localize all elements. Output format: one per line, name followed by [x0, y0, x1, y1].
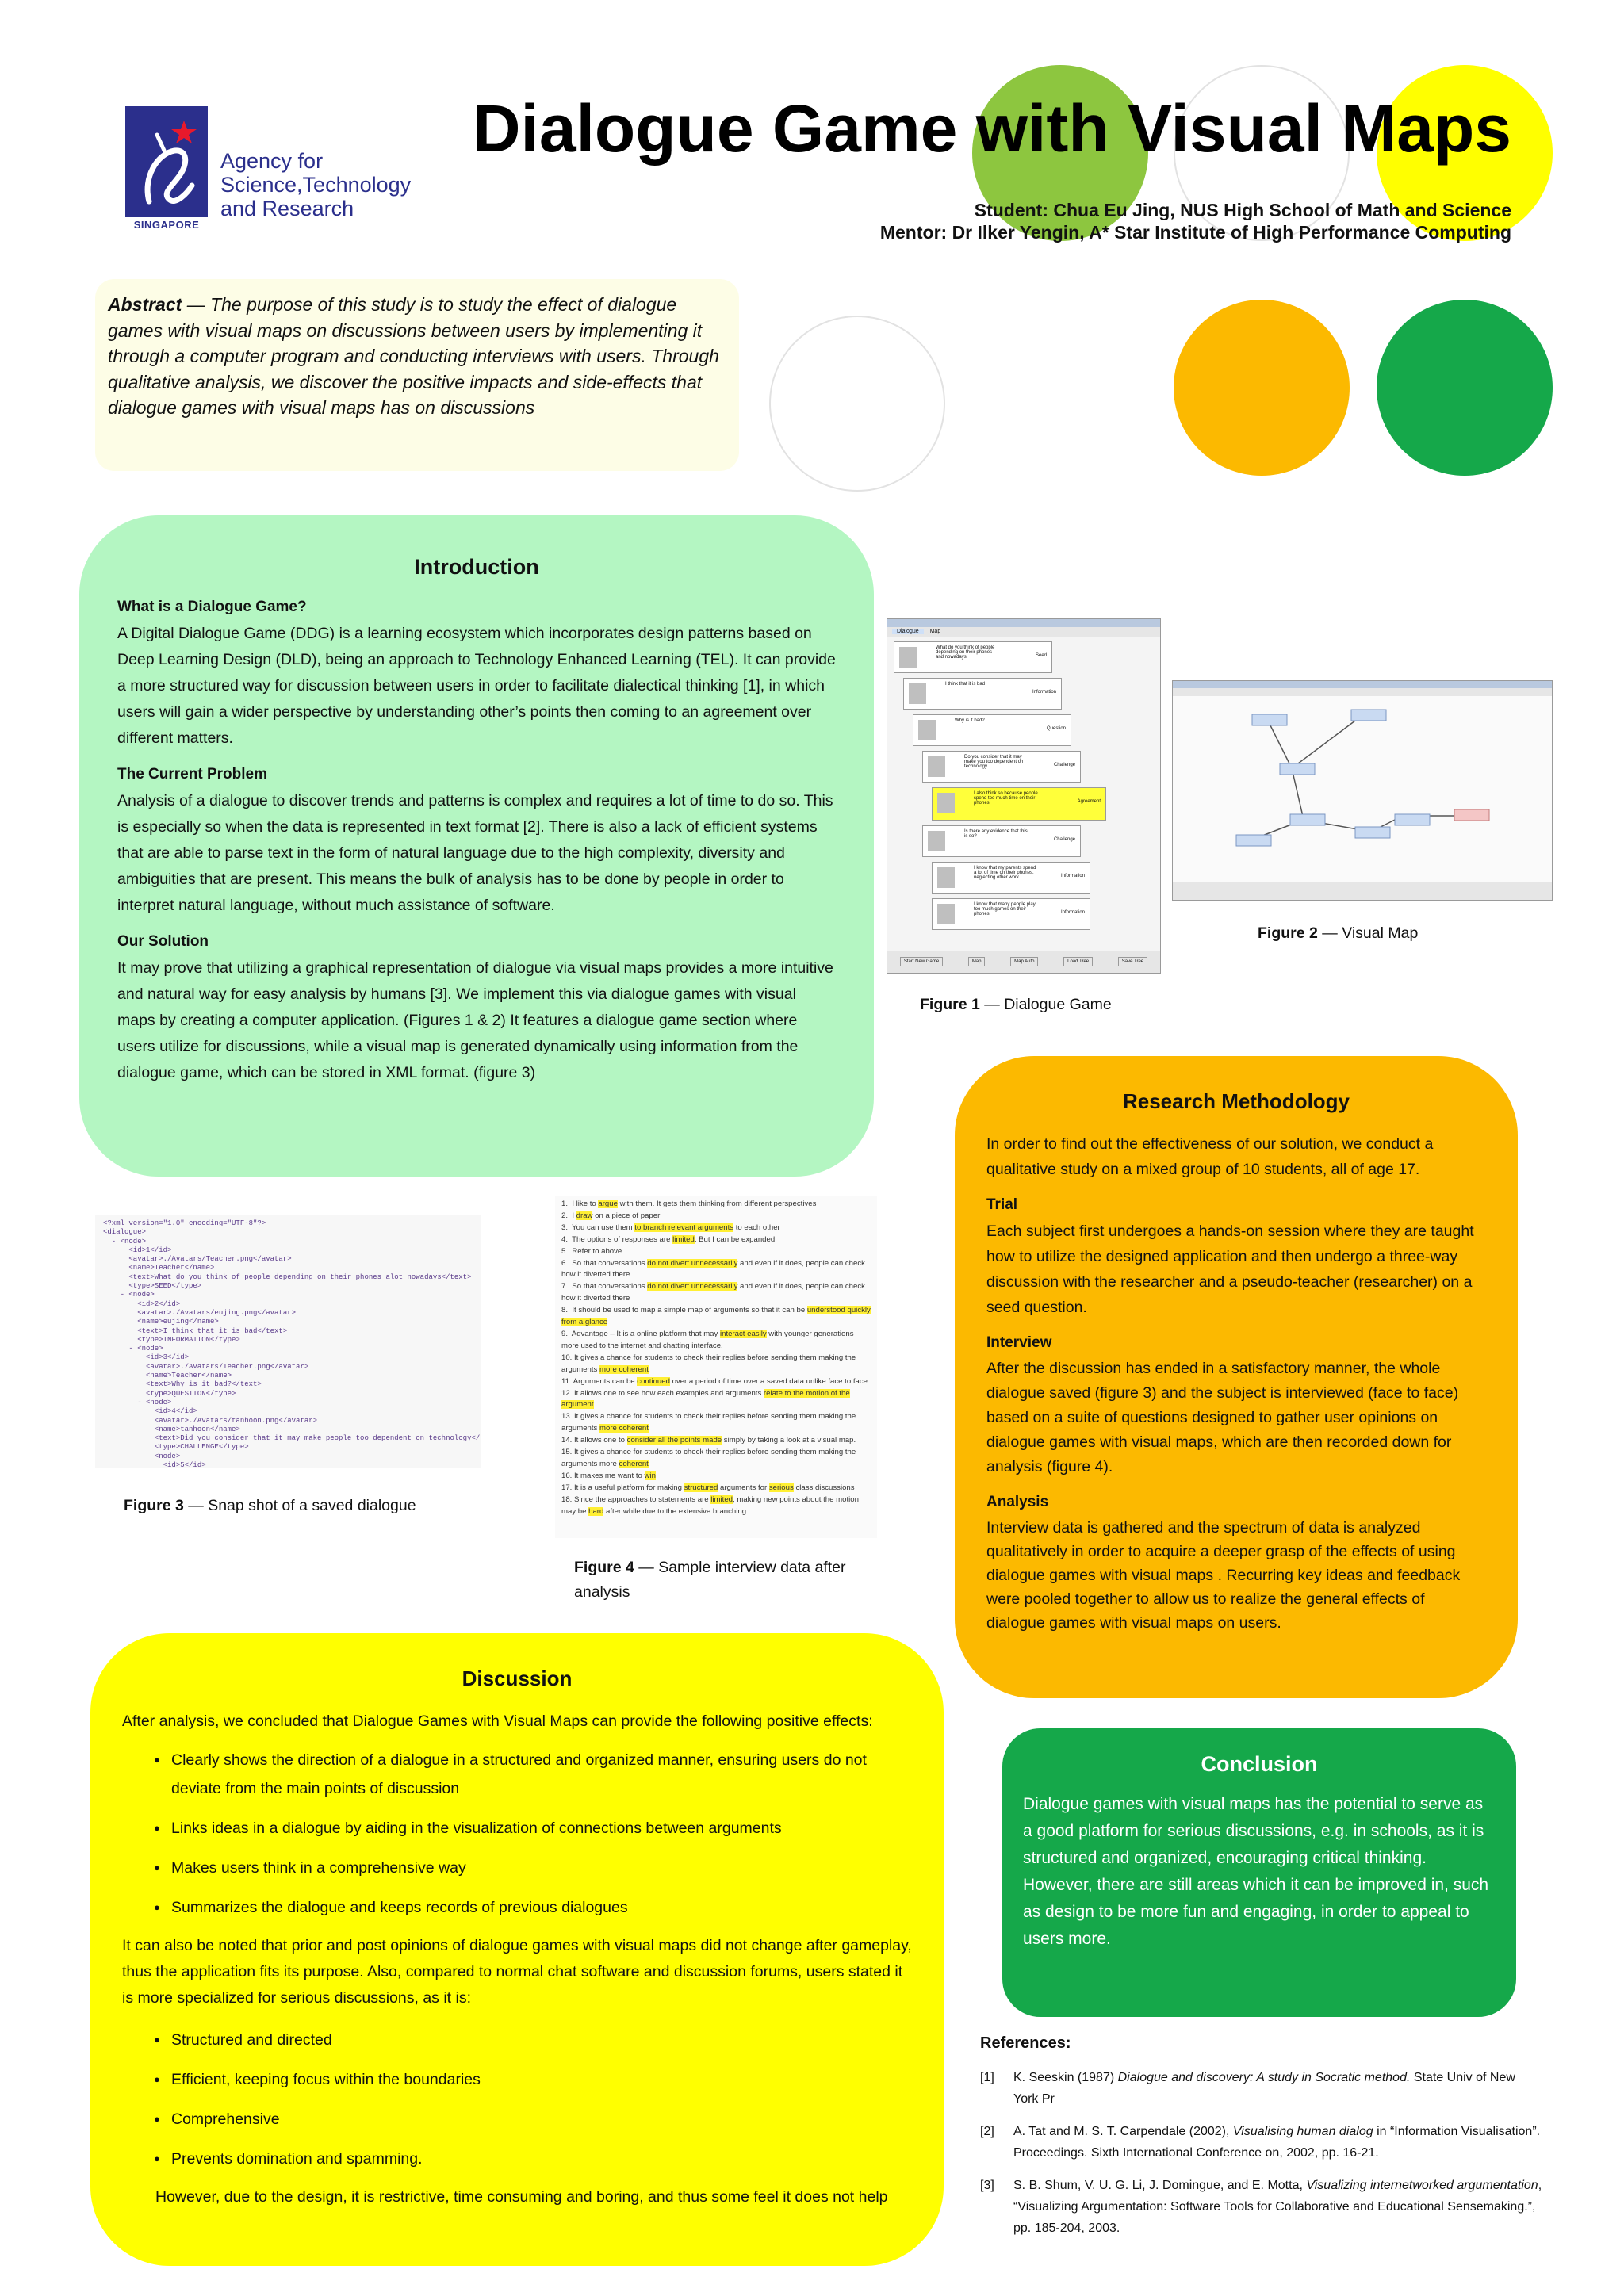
logo-name: Agency for Science,Technology and Resear… — [220, 149, 411, 220]
quality-3: Comprehensive — [122, 2105, 912, 2133]
intro-paragraph-1: A Digital Dialogue Game (DDG) is a learn… — [117, 625, 836, 747]
figure-4-caption: Figure 4 — Sample interview data after a… — [574, 1559, 846, 1601]
quality-1: Structured and directed — [122, 2026, 912, 2054]
abstract-box: Abstract — The purpose of this study is … — [95, 279, 739, 471]
logo-line-3: and Research — [220, 197, 354, 220]
positive-effect-2: Links ideas in a dialogue by aiding in t… — [122, 1814, 912, 1843]
fig2-button-bar — [1173, 882, 1552, 900]
astar-logo: SINGAPORE Agency for Science,Technology … — [125, 106, 427, 241]
student-line: Student: Chua Eu Jing, NUS High School o… — [974, 200, 1511, 220]
figure-3-xml-snapshot: <?xml version="1.0" encoding="UTF-8"?> <… — [95, 1215, 481, 1468]
methodology-interview-text: After the discussion has ended in a sati… — [986, 1360, 1459, 1475]
logo-line-2: Science,Technology — [220, 173, 412, 197]
logo-line-1: Agency for — [220, 149, 324, 173]
logo-country: SINGAPORE — [133, 219, 200, 231]
fig1-tab-map: Map — [929, 629, 941, 634]
quality-4: Prevents domination and spamming. — [122, 2145, 912, 2173]
quality-2: Efficient, keeping focus within the boun… — [122, 2065, 912, 2094]
methodology-heading-interview: Interview — [986, 1334, 1052, 1351]
reference-3: [3]S. B. Shum, V. U. G. Li, J. Domingue,… — [980, 2179, 1542, 2235]
positive-effect-3: Makes users think in a comprehensive way — [122, 1854, 912, 1882]
methodology-heading-analysis: Analysis — [986, 1494, 1049, 1510]
decor-circle-orange — [1174, 300, 1350, 476]
decor-circle-green — [1377, 300, 1553, 476]
methodology-intro: In order to find out the effectiveness o… — [986, 1135, 1434, 1178]
discussion-closing: However, due to the design, it is restri… — [155, 2188, 888, 2206]
positive-effect-1: Clearly shows the direction of a dialogu… — [122, 1746, 912, 1803]
figure-4-interview-data: 1. I like to argue with them. It gets th… — [555, 1196, 877, 1538]
discussion-intro: After analysis, we concluded that Dialog… — [122, 1712, 873, 1730]
figure-1-dialogue-game-screenshot: Dialogue Map What do you think of people… — [887, 618, 1161, 974]
discussion-section: Discussion After analysis, we concluded … — [90, 1633, 944, 2266]
discussion-middle: It can also be noted that prior and post… — [122, 1937, 912, 2007]
fig1-tabs: Dialogue Map — [887, 627, 1160, 637]
abstract-body: — The purpose of this study is to study … — [108, 294, 719, 418]
intro-heading-solution: Our Solution — [117, 933, 209, 950]
methodology-trial-text: Each subject first undergoes a hands-on … — [986, 1223, 1474, 1316]
reference-2: [2]A. Tat and M. S. T. Carpendale (2002)… — [980, 2125, 1541, 2160]
discussion-quality-list: Structured and directed Efficient, keepi… — [122, 2026, 912, 2173]
introduction-section: Introduction What is a Dialogue Game? A … — [79, 515, 874, 1177]
fig1-button-bar: Start New Game Map Map Auto Load Tree Sa… — [887, 951, 1160, 973]
methodology-heading-trial: Trial — [986, 1196, 1018, 1213]
methodology-title: Research Methodology — [1122, 1089, 1350, 1113]
intro-heading-what: What is a Dialogue Game? — [117, 599, 307, 615]
fig2-tabs — [1173, 688, 1552, 696]
decor-circle-lightgreen — [972, 65, 1148, 241]
research-methodology-section: Research Methodology In order to find ou… — [955, 1056, 1518, 1698]
discussion-positive-list: Clearly shows the direction of a dialogu… — [122, 1746, 912, 1922]
methodology-analysis-text: Interview data is gathered and the spect… — [986, 1519, 1461, 1632]
figure-2-visual-map-screenshot — [1172, 680, 1553, 901]
positive-effect-4: Summarizes the dialogue and keeps record… — [122, 1893, 912, 1922]
figure-1-caption: Figure 1 — Dialogue Game — [920, 996, 1112, 1013]
fig2-titlebar — [1173, 681, 1552, 688]
decor-circle-yellow — [1377, 65, 1553, 241]
decor-circle-outline-2 — [769, 316, 945, 492]
conclusion-section: Conclusion Dialogue games with visual ma… — [1002, 1728, 1516, 2017]
fig1-reply-4-highlighted: I also think so because people spend too… — [932, 787, 1106, 821]
fig1-reply-7: I know that many people play too much ga… — [932, 898, 1090, 930]
decor-circle-outline — [1174, 65, 1350, 241]
conclusion-title: Conclusion — [1201, 1752, 1318, 1776]
abstract-text: Abstract — The purpose of this study is … — [108, 292, 726, 421]
fig1-reply-6: I know that my parents spend a lot of ti… — [932, 862, 1090, 894]
introduction-title: Introduction — [414, 555, 539, 579]
intro-paragraph-2: Analysis of a dialogue to discover trend… — [117, 792, 833, 914]
fig1-reply-2: Why is it bad?Question — [913, 714, 1071, 746]
discussion-title: Discussion — [462, 1667, 573, 1690]
intro-heading-problem: The Current Problem — [117, 766, 267, 783]
fig1-titlebar — [887, 619, 1160, 627]
reference-1: [1]K. Seeskin (1987) Dialogue and discov… — [980, 2071, 1515, 2106]
poster-title: Dialogue Game with Visual Maps — [472, 91, 1511, 166]
fig1-reply-3: Do you consider that it may make you too… — [922, 751, 1081, 783]
fig1-reply-0: What do you think of people depending on… — [894, 641, 1052, 673]
fig1-tab-dialogue: Dialogue — [892, 629, 924, 634]
fig1-reply-list: What do you think of people depending on… — [887, 637, 1160, 951]
references-title: References: — [980, 2034, 1071, 2052]
fig1-reply-5: Is there any evidence that this is so?Ch… — [922, 825, 1081, 857]
figure-3-caption: Figure 3 — Snap shot of a saved dialogue — [124, 1497, 416, 1514]
fig2-map-graph — [1235, 709, 1490, 847]
intro-paragraph-3: It may prove that utilizing a graphical … — [117, 959, 833, 1081]
astar-logo-mark — [125, 106, 208, 217]
conclusion-text: Dialogue games with visual maps has the … — [1023, 1795, 1489, 1948]
abstract-label: Abstract — [108, 294, 182, 315]
figure-2-caption: Figure 2 — Visual Map — [1258, 924, 1419, 942]
references-section: References: [1]K. Seeskin (1987) Dialogu… — [980, 2034, 1543, 2250]
mentor-line: Mentor: Dr Ilker Yengin, A* Star Institu… — [879, 222, 1511, 243]
